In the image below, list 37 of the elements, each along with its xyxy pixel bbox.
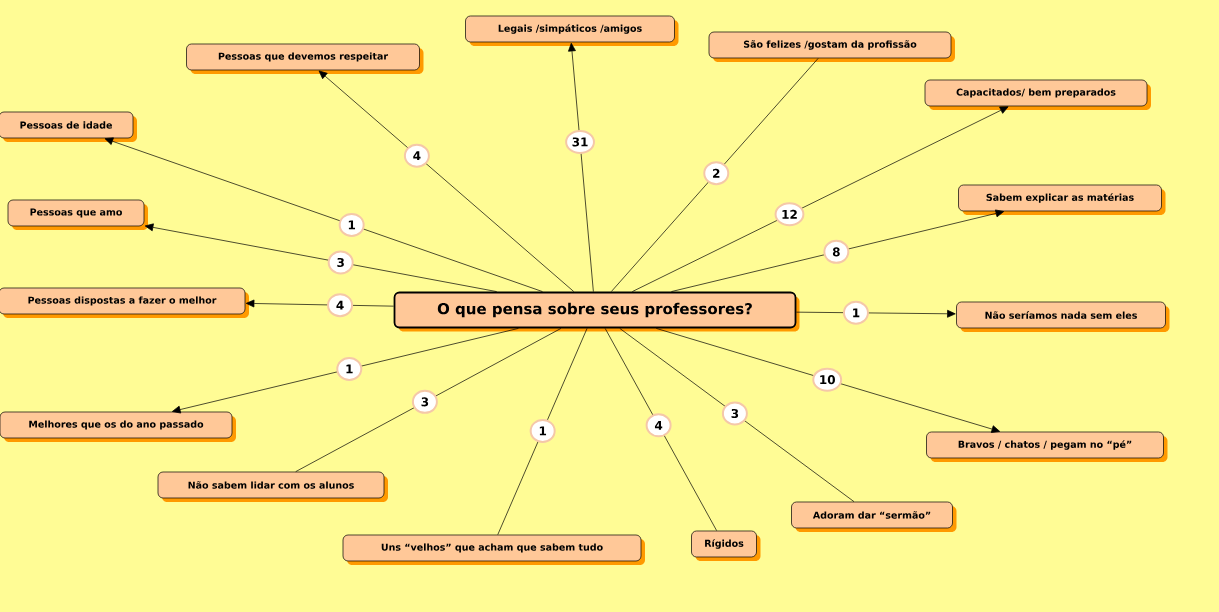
answer-box: Pessoas que devemos respeitar: [186, 43, 424, 74]
edge-label: 10: [812, 367, 843, 392]
edge-label: 8: [823, 239, 850, 264]
arrow: [655, 328, 1001, 433]
edge-label: 12: [774, 202, 805, 227]
arrow: [144, 223, 498, 292]
arrow: [245, 299, 394, 308]
answer-box: Pessoas que amo: [7, 199, 148, 230]
arrow: [104, 137, 543, 292]
answer-box: Não seríamos nada sem eles: [956, 301, 1170, 332]
topic-box: O que pensa sobre seus professores?: [393, 291, 800, 332]
answer-box: Bravos / chatos / pegam no “pé”: [926, 431, 1168, 462]
answer-box: Sabem explicar as matérias: [958, 184, 1166, 215]
edge-label: 4: [403, 143, 430, 168]
answer-box: São felizes /gostam da profissão: [708, 31, 955, 62]
answer-box: Adoram dar “sermão”: [791, 501, 957, 532]
edge-label: 3: [411, 389, 438, 414]
answer-box: Pessoas de idade: [0, 111, 137, 142]
arrow: [318, 70, 575, 292]
edge-label: 4: [645, 413, 672, 438]
edge-label: 4: [327, 293, 354, 318]
answer-box: Não sabem lidar com os alunos: [157, 471, 388, 502]
edge-label: 1: [842, 300, 869, 325]
arrow: [671, 209, 1005, 292]
arrow: [631, 106, 1009, 292]
answer-box: Melhores que os do ano passado: [0, 411, 236, 442]
answer-box: Uns “velhos” que acham que sabem tudo: [342, 534, 645, 565]
edge-label: 3: [327, 250, 354, 275]
arrow: [796, 309, 956, 318]
answer-box: Pessoas dispostas a fazer o melhor: [0, 287, 249, 318]
answer-box: Capacitados/ bem preparados: [924, 79, 1151, 110]
edge-label: 3: [721, 401, 748, 426]
edge-label: 2: [703, 161, 730, 186]
arrow: [568, 42, 594, 292]
answer-box: Legais /simpáticos /amigos: [465, 15, 679, 46]
answer-box: Rígidos: [691, 530, 761, 561]
arrow: [172, 328, 519, 414]
